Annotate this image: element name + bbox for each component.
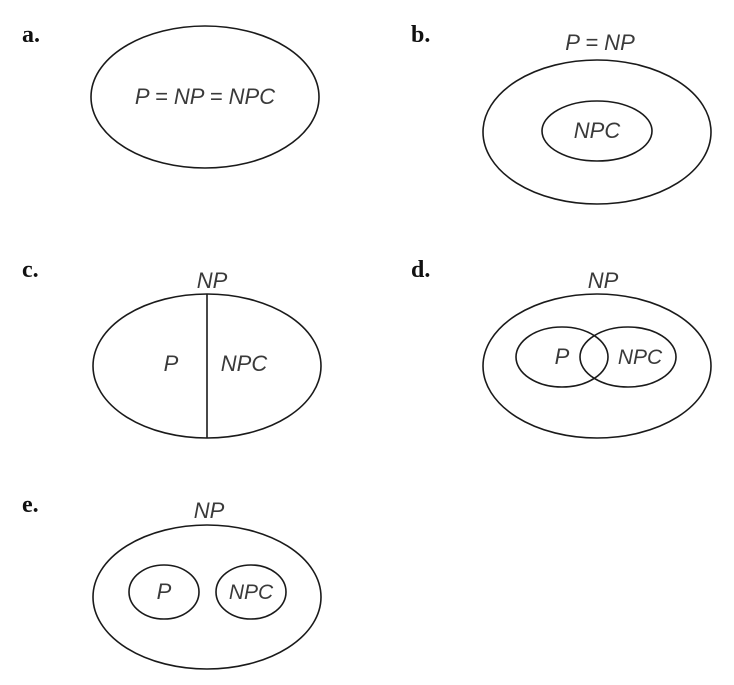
panel-b-outer-set bbox=[482, 59, 712, 205]
panel-e-p-label: P bbox=[157, 579, 172, 604]
panel-e-p-set bbox=[128, 564, 200, 620]
panel-a-outer-set bbox=[90, 25, 320, 169]
panel-e-outer-label: NP bbox=[194, 498, 225, 523]
panel-d-outer-label: NP bbox=[588, 268, 619, 293]
panel-e-label: e. bbox=[22, 492, 39, 518]
panel-d-p-label: P bbox=[555, 344, 570, 369]
panel-d-npc-set bbox=[579, 326, 677, 388]
panel-a: a. P = NP = NPC bbox=[22, 22, 320, 169]
panel-c: c. NP P NPC bbox=[22, 257, 322, 439]
panel-d-npc-label: NPC bbox=[618, 346, 663, 369]
panel-c-npc-label: NPC bbox=[221, 351, 268, 376]
panel-a-label: a. bbox=[22, 22, 40, 48]
panel-e-npc-set bbox=[215, 564, 287, 620]
panel-d: d. NP P NPC bbox=[411, 257, 712, 439]
panel-d-label: d. bbox=[411, 257, 430, 283]
panel-c-label: c. bbox=[22, 257, 39, 283]
panel-d-outer-set bbox=[482, 293, 712, 439]
panel-c-outer-label: NP bbox=[197, 268, 228, 293]
panel-b: b. P = NP NPC bbox=[411, 22, 712, 205]
panel-b-label: b. bbox=[411, 22, 430, 48]
panel-a-set-label: P = NP = NPC bbox=[135, 84, 275, 109]
panel-b-outer-label: P = NP bbox=[565, 30, 635, 55]
panel-e-npc-label: NPC bbox=[229, 581, 274, 604]
panel-b-npc-set bbox=[541, 100, 653, 162]
panel-e-outer-set bbox=[92, 524, 322, 670]
panel-d-p-set bbox=[515, 326, 609, 388]
panel-b-npc-label: NPC bbox=[574, 118, 621, 143]
panel-e: e. NP P NPC bbox=[22, 492, 322, 670]
panel-c-p-label: P bbox=[164, 351, 179, 376]
